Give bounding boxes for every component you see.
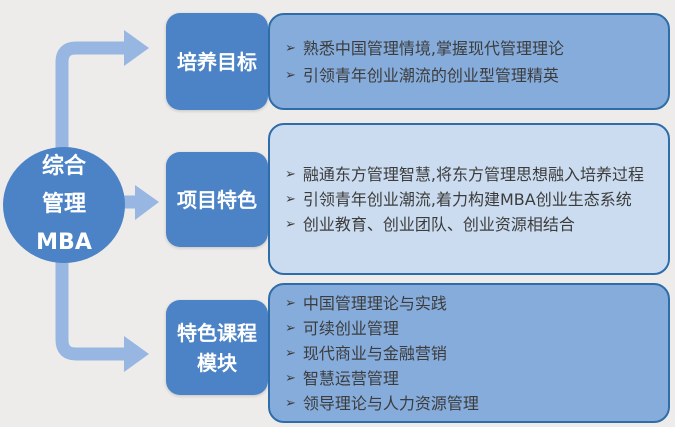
content-box-training-objectives: ➢ 熟悉中国管理情境,掌握现代管理理论 ➢ 引领青年创业潮流的创业型管理精英 (268, 13, 670, 110)
list-item: ➢ 中国管理理论与实践 (285, 291, 660, 316)
list-item: ➢ 领导理论与人力资源管理 (285, 391, 660, 416)
list-item-text: 引领青年创业潮流,着力构建MBA创业生态系统 (302, 189, 632, 209)
list-item: ➢ 引领青年创业潮流,着力构建MBA创业生态系统 (285, 187, 660, 212)
elbow-arrow-bottom (55, 230, 149, 372)
label-text: 特色课程 (177, 320, 257, 345)
arrowhead-bullet-icon: ➢ (285, 345, 296, 361)
label-box-course-modules: 特色课程 模块 (166, 300, 268, 395)
center-node-line: 管理 (41, 192, 86, 217)
list-item: ➢ 可续创业管理 (285, 316, 660, 341)
arrowhead-bullet-icon: ➢ (285, 40, 296, 56)
list-item-text: 融通东方管理智慧,将东方管理思想融入培养过程 (302, 164, 644, 184)
arrowhead-bullet-icon: ➢ (285, 320, 296, 336)
list-item-text: 现代商业与金融营销 (302, 343, 447, 363)
label-box-training-objectives: 培养目标 (166, 13, 268, 110)
arrowhead-bullet-icon: ➢ (285, 370, 296, 386)
arrowhead-bullet-icon: ➢ (285, 67, 296, 83)
arrowhead-bullet-icon: ➢ (285, 191, 296, 207)
arrowhead-bullet-icon: ➢ (285, 295, 296, 311)
list-item-text: 创业教育、创业团队、创业资源相结合 (302, 214, 575, 234)
list-item: ➢ 创业教育、创业团队、创业资源相结合 (285, 212, 660, 237)
center-node-line: 综合 (41, 154, 86, 179)
list-item: ➢ 现代商业与金融营销 (285, 341, 660, 366)
content-box-program-features: ➢ 融通东方管理智慧,将东方管理思想融入培养过程 ➢ 引领青年创业潮流,着力构建… (268, 123, 670, 275)
list-item: ➢ 熟悉中国管理情境,掌握现代管理理论 (285, 35, 660, 62)
content-box-course-modules: ➢ 中国管理理论与实践 ➢ 可续创业管理 ➢ 现代商业与金融营销 ➢ 智慧运营管… (268, 283, 670, 423)
list-item: ➢ 引领青年创业潮流的创业型管理精英 (285, 62, 660, 89)
list-item-text: 领导理论与人力资源管理 (302, 393, 479, 413)
list-item-text: 熟悉中国管理情境,掌握现代管理理论 (302, 38, 564, 58)
elbow-arrow-top (55, 30, 149, 180)
list-item-text: 可续创业管理 (302, 318, 399, 338)
label-box-program-features: 项目特色 (166, 152, 268, 247)
label-text: 项目特色 (177, 187, 257, 212)
arrowhead-bullet-icon: ➢ (285, 166, 296, 182)
list-item: ➢ 融通东方管理智慧,将东方管理思想融入培养过程 (285, 162, 660, 187)
arrowhead-bullet-icon: ➢ (285, 395, 296, 411)
list-item-text: 智慧运营管理 (302, 368, 399, 388)
center-node-line: MBA (36, 230, 92, 255)
label-text: 模块 (197, 350, 237, 375)
list-item-text: 中国管理理论与实践 (302, 293, 447, 313)
arrowhead-bullet-icon: ➢ (285, 216, 296, 232)
list-item-text: 引领青年创业潮流的创业型管理精英 (302, 65, 559, 85)
list-item: ➢ 智慧运营管理 (285, 366, 660, 391)
label-text: 培养目标 (177, 49, 257, 74)
center-node-mba: 综合 管理 MBA (3, 147, 125, 263)
